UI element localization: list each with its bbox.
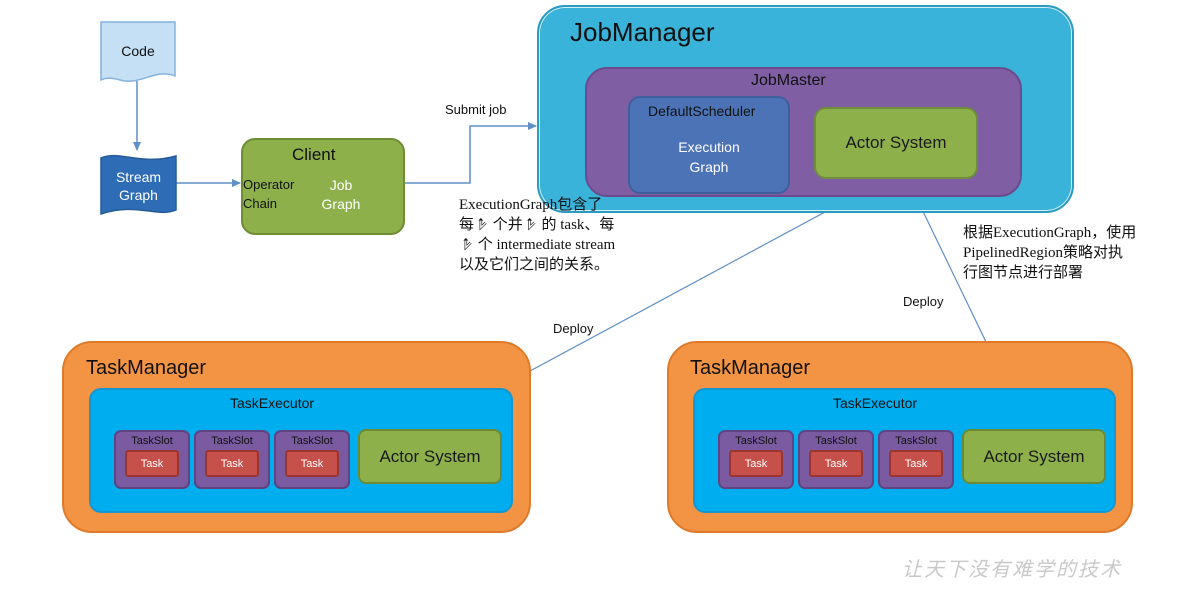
note-left-line3: 𝥁 个 intermediate stream: [459, 237, 616, 253]
stream-graph-node: Stream Graph: [101, 162, 176, 210]
execution-graph-line1: Execution: [678, 139, 740, 155]
note-right-line3: 行图节点进行部署: [963, 265, 1084, 281]
code-document-shape: [100, 21, 176, 82]
task-chip: Task: [809, 450, 863, 477]
execution-graph-node: Execution Graph: [666, 134, 752, 180]
taskslot-label: TaskSlot: [131, 435, 173, 447]
deploy-label-right: Deploy: [903, 294, 944, 309]
execution-graph-line2: Graph: [689, 159, 729, 175]
operator-line2: Chain: [243, 196, 277, 211]
watermark: 让天下没有难学的技术: [902, 557, 1122, 581]
operator-chain-label: Operator Chain: [243, 175, 294, 213]
stream-graph-shape: [100, 154, 177, 216]
job-graph-node: Job Graph: [304, 170, 378, 220]
task-chip: Task: [729, 450, 783, 477]
note-left-line2: 每𝥁 个并𝥁 的 task、每: [459, 217, 615, 233]
code-node: Code: [101, 36, 175, 66]
taskmanager-actor-system-2: Actor System: [962, 429, 1106, 484]
taskslot-2-2: TaskSlot Task: [798, 430, 874, 489]
taskslot-1-2: TaskSlot Task: [194, 430, 270, 489]
note-right-line1: 根据ExecutionGraph，使用: [963, 225, 1137, 241]
client-title: Client: [292, 145, 336, 164]
submit-job-label: Submit job: [445, 102, 507, 117]
task-chip: Task: [889, 450, 943, 477]
note-deploy-strategy: 根据ExecutionGraph，使用 PipelinedRegion策略对执 …: [963, 223, 1136, 283]
taskslot-label: TaskSlot: [895, 435, 937, 447]
taskslot-2-3: TaskSlot Task: [878, 430, 954, 489]
taskexecutor-title-2: TaskExecutor: [833, 395, 918, 411]
actor-system-label: Actor System: [379, 446, 481, 466]
taskmanager-actor-system-1: Actor System: [358, 429, 502, 484]
deploy-label-left: Deploy: [553, 321, 594, 336]
task-chip: Task: [205, 450, 259, 477]
taskexecutor-title-1: TaskExecutor: [230, 395, 315, 411]
note-execution-graph: ExecutionGraph包含了 每𝥁 个并𝥁 的 task、每 𝥁 个 in…: [459, 195, 615, 275]
scheduler-title: DefaultScheduler: [648, 103, 756, 119]
taskslot-label: TaskSlot: [735, 435, 777, 447]
jobmaster-title: JobMaster: [751, 72, 826, 89]
arrow-submit-job: [402, 122, 537, 184]
operator-line1: Operator: [243, 177, 295, 192]
taskmanager-title-1: TaskManager: [86, 357, 207, 379]
task-chip: Task: [125, 450, 179, 477]
note-right-line2: PipelinedRegion策略对执: [963, 245, 1123, 261]
taskslot-label: TaskSlot: [815, 435, 857, 447]
actor-system-label: Actor System: [983, 446, 1085, 466]
jobmanager-title: JobManager: [570, 17, 715, 47]
taskslot-label: TaskSlot: [211, 435, 253, 447]
jobmanager-actor-system: Actor System: [814, 107, 978, 179]
scheduler-box: [628, 96, 790, 194]
job-graph-line2: Graph: [321, 196, 361, 212]
taskslot-label: TaskSlot: [291, 435, 333, 447]
taskmanager-title-2: TaskManager: [690, 357, 811, 379]
client-box: [241, 138, 405, 235]
stream-graph-line1: Stream: [115, 169, 162, 185]
taskslot-1-1: TaskSlot Task: [114, 430, 190, 489]
task-chip: Task: [285, 450, 339, 477]
job-graph-line1: Job: [329, 177, 353, 193]
taskslot-1-3: TaskSlot Task: [274, 430, 350, 489]
jobmanager-actor-label: Actor System: [845, 133, 947, 152]
stream-graph-line2: Graph: [119, 187, 158, 203]
note-left-line4: 以及它们之间的关系。: [459, 257, 610, 273]
taskslot-2-1: TaskSlot Task: [718, 430, 794, 489]
code-label: Code: [121, 43, 155, 59]
note-left-line1: ExecutionGraph包含了: [459, 197, 603, 213]
